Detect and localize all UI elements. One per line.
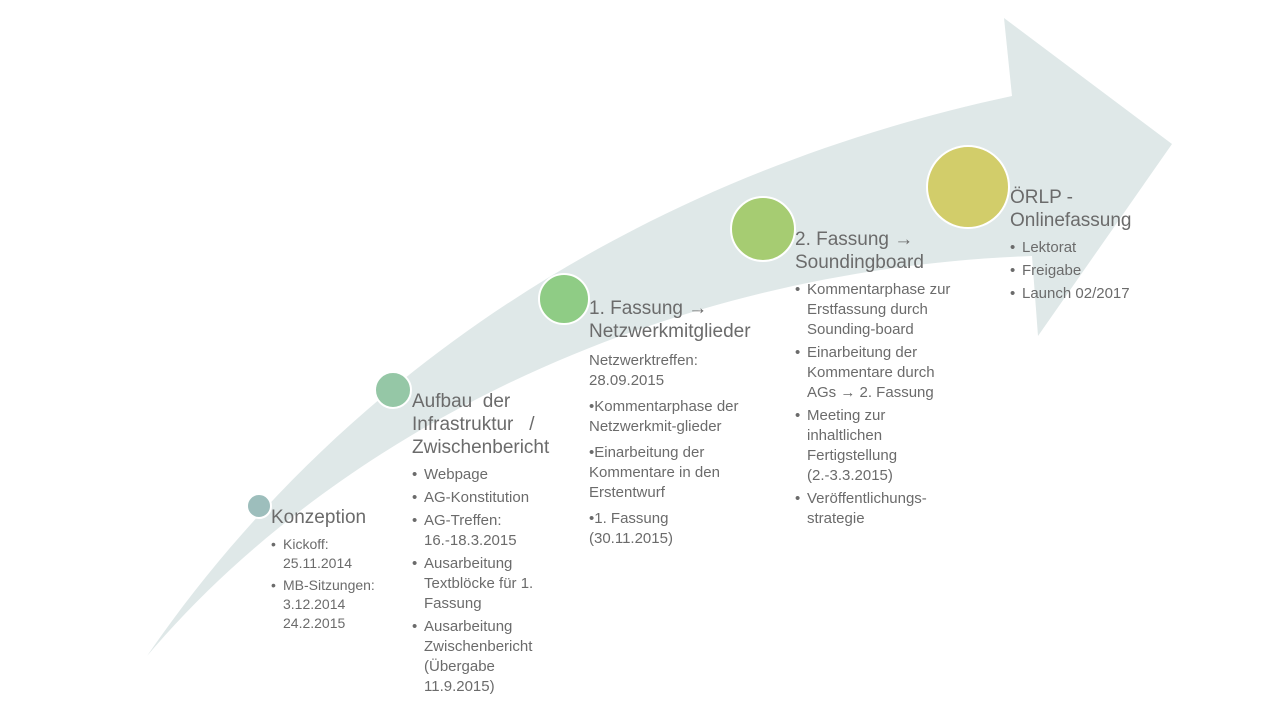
bullet-item: Meeting zur inhaltlichen Fertigstellung …: [795, 406, 960, 486]
stage-bullets: Lektorat Freigabe Launch 02/2017: [1010, 238, 1170, 304]
stage-4-circle: [730, 196, 796, 262]
stage-bullets: Webpage AG-Konstitution AG-Treffen: 16.-…: [412, 465, 562, 697]
stage-item: •Kommentarphase der Netzwerkmit-glieder: [589, 398, 739, 435]
bullet-item: Ausarbeitung Zwischenbericht (Übergabe 1…: [412, 617, 562, 697]
stage-5-circle: [926, 145, 1010, 229]
stage-title: Aufbau der Infrastruktur / Zwischenberic…: [412, 390, 562, 459]
bullet-item: Kickoff: 25.11.2014: [271, 535, 396, 573]
bullet-item: Launch 02/2017: [1010, 284, 1170, 304]
stage-onlinefassung: ÖRLP - Onlinefassung Lektorat Freigabe L…: [1010, 186, 1170, 307]
title-line: 2. Fassung →: [795, 229, 914, 250]
title-line: Zwischenbericht: [412, 437, 550, 458]
stage-title: Konzeption: [271, 507, 367, 528]
stage-intro: Netzwerktreffen: 28.09.2015: [589, 352, 698, 389]
stage-title: ÖRLP - Onlinefassung: [1010, 186, 1170, 232]
stage-2-circle: [374, 371, 412, 409]
bullet-item: Freigabe: [1010, 261, 1170, 281]
title-line: Soundingboard: [795, 252, 924, 273]
stage-title: 1. Fassung → Netzwerkmitglieder: [589, 297, 751, 343]
bullet-item: Webpage: [412, 465, 562, 485]
bullet-item: AG-Treffen: 16.-18.3.2015: [412, 511, 562, 551]
stage-konzeption: Konzeption Kickoff: 25.11.2014 MB-Sitzun…: [271, 506, 396, 636]
stage-item: •1. Fassung (30.11.2015): [589, 510, 673, 547]
title-line: 1. Fassung →: [589, 298, 708, 319]
bullet-item: Kommentarphase zur Erstfassung durch Sou…: [795, 280, 960, 340]
stage-1-circle: [246, 493, 272, 519]
bullet-item: Lektorat: [1010, 238, 1170, 258]
stage-zweite-fassung: 2. Fassung → Soundingboard Kommentarphas…: [795, 228, 960, 532]
stage-aufbau: Aufbau der Infrastruktur / Zwischenberic…: [412, 390, 562, 700]
bullet-item: Veröffentlichungs-strategie: [795, 489, 960, 529]
bullet-item: MB-Sitzungen: 3.12.2014 24.2.2015: [271, 576, 396, 633]
bullet-item: Einarbeitung der Kommentare durch AGs → …: [795, 343, 960, 403]
bullet-item: AG-Konstitution: [412, 488, 562, 508]
stage-title: 2. Fassung → Soundingboard: [795, 228, 960, 274]
bullet-item: Ausarbeitung Textblöcke für 1. Fassung: [412, 554, 562, 614]
stage-item: •Einarbeitung der Kommentare in den Erst…: [589, 444, 720, 501]
stage-3-circle: [538, 273, 590, 325]
stage-erste-fassung: 1. Fassung → Netzwerkmitglieder Netzwerk…: [589, 297, 751, 555]
title-line: ÖRLP -: [1010, 187, 1074, 208]
curved-arrow-shape: [147, 18, 1172, 656]
stage-bullets: Kickoff: 25.11.2014 MB-Sitzungen: 3.12.2…: [271, 535, 396, 633]
stage-bullets: Kommentarphase zur Erstfassung durch Sou…: [795, 280, 960, 529]
title-line: Infrastruktur /: [412, 414, 535, 435]
title-line: Netzwerkmitglieder: [589, 321, 751, 342]
title-line: Onlinefassung: [1010, 210, 1132, 231]
title-line: Aufbau der: [412, 391, 511, 412]
